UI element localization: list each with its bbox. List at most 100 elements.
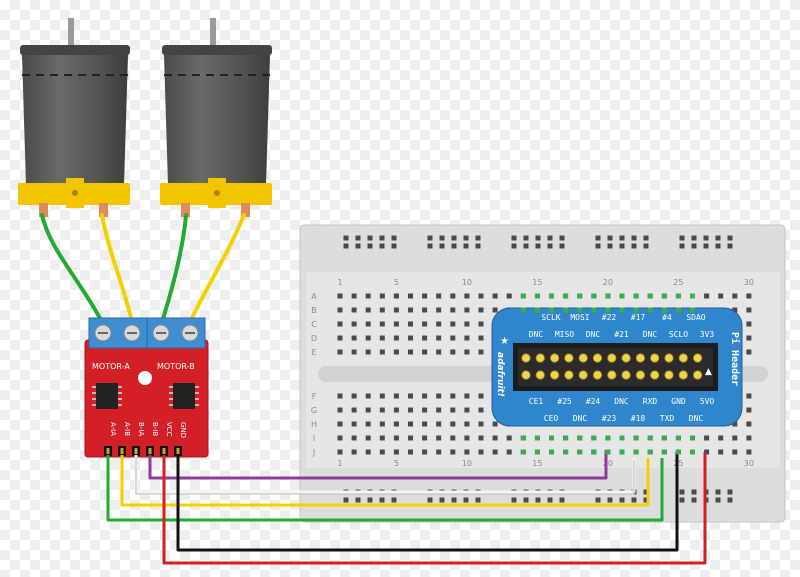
motor-b — [160, 18, 272, 217]
header-pin — [564, 353, 574, 363]
header-pin — [564, 370, 574, 380]
wire-purple-b-ib — [148, 450, 608, 480]
header-pin — [650, 353, 660, 363]
header-pin — [535, 353, 545, 363]
connected-hole — [549, 293, 554, 299]
driver-pin-label: A-IB — [123, 422, 131, 436]
column-number: 15 — [532, 459, 542, 468]
header-pin — [592, 370, 603, 380]
header-pin — [549, 353, 560, 363]
cobbler-pin-label: #4 — [662, 313, 672, 322]
driver-chip-b — [173, 383, 195, 409]
connected-hole — [619, 435, 625, 441]
connected-hole — [690, 449, 695, 455]
cobbler-pin-label: #18 — [631, 414, 646, 423]
connected-hole — [520, 449, 526, 455]
wire-white-outline — [135, 457, 635, 495]
cobbler-pin-label: DNC — [573, 414, 588, 423]
connected-hole — [675, 307, 681, 313]
motor-body — [164, 55, 270, 185]
mounting-hole — [138, 371, 152, 385]
cobbler-pin-label: GND — [671, 397, 686, 406]
connected-hole — [591, 449, 597, 455]
connected-hole — [647, 293, 653, 299]
column-number: 1 — [337, 459, 342, 468]
connected-hole — [633, 435, 639, 441]
connected-hole — [661, 435, 667, 441]
connected-hole — [633, 307, 639, 313]
motor-terminal — [39, 203, 48, 217]
cobbler-pin-label: #21 — [614, 330, 629, 339]
wire-motor-a-yellow — [100, 213, 134, 324]
wire-green-a-ia — [106, 455, 664, 522]
connected-hole — [619, 307, 625, 313]
row-letter: C — [311, 320, 317, 329]
signal-wires — [106, 450, 707, 565]
cobbler-pin-label: DNC — [614, 397, 629, 406]
connected-hole — [647, 307, 653, 313]
row-letter: H — [311, 420, 317, 429]
motor-wires — [40, 213, 246, 324]
cobbler-pin-label: SDAO — [686, 313, 705, 322]
connected-hole — [605, 293, 611, 299]
connected-hole — [591, 293, 597, 299]
driver-pin-label: VCC — [165, 422, 173, 437]
motor-terminal — [181, 203, 190, 217]
screw-terminal-a — [88, 317, 148, 349]
wire-motor-b-yellow — [188, 213, 246, 324]
cobbler-pin-label: DNC — [643, 330, 658, 339]
connected-hole — [520, 293, 526, 299]
motor-terminal — [241, 203, 250, 217]
connected-hole — [549, 307, 554, 313]
column-number: 30 — [744, 278, 754, 287]
cobbler-pin-label: DNC — [529, 330, 544, 339]
header-pin — [607, 353, 617, 363]
header-pin — [664, 370, 674, 380]
row-letter: I — [313, 434, 315, 443]
wire-black-gnd — [176, 452, 679, 552]
column-number: 10 — [462, 459, 472, 468]
connected-hole — [549, 449, 554, 455]
connected-hole — [619, 449, 625, 455]
header-pin — [578, 353, 588, 363]
connected-hole — [605, 449, 611, 455]
connected-hole — [661, 307, 667, 313]
header-pin — [621, 353, 631, 363]
column-number: 25 — [673, 278, 683, 287]
header-pin — [692, 370, 703, 380]
row-letter: G — [311, 406, 317, 415]
connected-hole — [690, 435, 695, 441]
header-pin — [578, 370, 588, 380]
header-pin — [621, 370, 631, 380]
header-pin — [678, 370, 688, 380]
header-pin — [549, 370, 560, 380]
driver-pin-label: B-IB — [151, 422, 159, 436]
column-number: 15 — [532, 278, 542, 287]
header-pins — [520, 293, 703, 455]
cobbler-pin-label: 5VO — [700, 397, 715, 406]
header-pin — [635, 353, 646, 363]
connected-hole — [534, 435, 540, 441]
wire-motor-b-green — [160, 213, 188, 324]
motor-a-label: MOTOR-A — [92, 362, 130, 371]
connected-hole — [605, 435, 611, 441]
motor-b-label: MOTOR-B — [157, 362, 195, 371]
column-number: 20 — [603, 459, 613, 468]
cobbler-pin-label: #22 — [602, 313, 617, 322]
connected-hole — [690, 293, 695, 299]
pi-header-title: Pi Header — [729, 332, 741, 386]
connected-hole — [577, 435, 583, 441]
connected-hole — [647, 435, 653, 441]
header-pin — [692, 353, 703, 363]
header-pin — [635, 370, 646, 380]
cobbler-pin-label: #24 — [586, 397, 601, 406]
pin1-arrow: ▲ — [705, 367, 712, 377]
cobbler-pin-label: #25 — [557, 397, 572, 406]
connected-hole — [534, 449, 540, 455]
connected-hole — [690, 307, 695, 313]
header-pin — [521, 370, 531, 380]
